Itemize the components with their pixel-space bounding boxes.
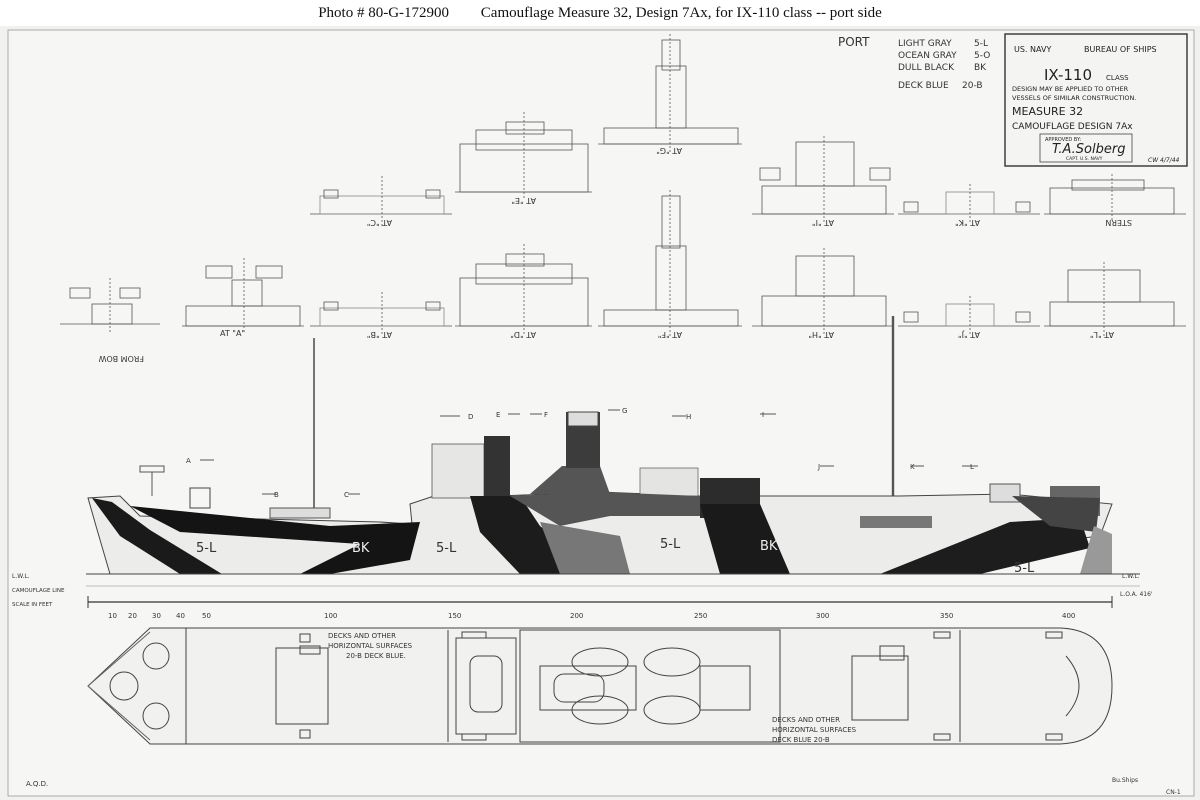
label-at-l: AT "L" (1090, 330, 1114, 339)
label-at-g: AT "G" (656, 146, 682, 155)
scale-10: 10 (108, 612, 117, 620)
section-views-bottom (60, 190, 1186, 336)
hull-label-5l-stern: 5-L (1014, 561, 1035, 576)
hull-label-bk-forward: BK (352, 541, 370, 556)
title-rank: CAPT. U.S. NAVY (1066, 156, 1103, 162)
lwl-left: L.W.L. (12, 573, 30, 580)
loa-label: L.O.A. 416' (1120, 591, 1153, 598)
label-at-i: AT "I" (812, 218, 834, 227)
scale-350: 350 (940, 612, 953, 620)
hull-label-5l-mid: 5-L (660, 537, 681, 552)
deck-note-1-line-2: HORIZONTAL SURFACES (328, 642, 413, 650)
legend-dull-black: DULL BLACK (898, 63, 955, 73)
title-navy: US. NAVY (1014, 45, 1051, 54)
bottom-section-labels: FROM BOW AT "A" AT "B" AT "D" AT "F" AT … (98, 329, 1114, 363)
marker-l: L (970, 463, 974, 471)
scale-50: 50 (202, 612, 211, 620)
title-class-word: CLASS (1106, 74, 1129, 82)
deck-note-2-line-3: DECK BLUE 20-B (772, 736, 830, 744)
deck-note-1-line-3: 20-B DECK BLUE. (346, 652, 406, 660)
title-bureau: BUREAU OF SHIPS (1084, 45, 1157, 54)
station-markers: A B C D E F G H I J K L (186, 407, 978, 499)
marker-h: H (686, 413, 691, 421)
scale-150: 150 (448, 612, 461, 620)
corner-stamp-right: Bu.Ships (1112, 777, 1138, 784)
marker-c: C (344, 491, 349, 499)
scale-20: 20 (128, 612, 137, 620)
label-stern: STERN (1105, 218, 1132, 227)
scale-30: 30 (152, 612, 161, 620)
section-views-top (310, 34, 1186, 226)
top-section-labels: AT "C" AT "E" AT "G" AT "I" AT "K" STERN (367, 146, 1132, 227)
legend-dull-black-code: BK (974, 63, 987, 73)
label-at-f: AT "F" (658, 330, 682, 339)
marker-f: F (544, 411, 548, 419)
camouflage-line-label: CAMOUFLAGE LINE (12, 588, 65, 594)
label-at-a: AT "A" (220, 329, 245, 338)
hull-label-5l-forward: 5-L (436, 541, 457, 556)
deck-note-aft: DECKS AND OTHER HORIZONTAL SURFACES DECK… (772, 716, 857, 744)
corner-code: CN-1 (1166, 789, 1181, 796)
deck-note-2-line-2: HORIZONTAL SURFACES (772, 726, 857, 734)
legend-deck-blue: DECK BLUE (898, 81, 949, 91)
hull-color-labels: 5-L BK 5-L 5-L BK 5-L (196, 537, 1035, 576)
color-legend: PORT LIGHT GRAY 5-L OCEAN GRAY 5-O DULL … (838, 35, 990, 91)
legend-light-gray: LIGHT GRAY (898, 39, 952, 49)
title-design: CAMOUFLAGE DESIGN 7Ax (1012, 122, 1133, 132)
label-at-b: AT "B" (367, 330, 392, 339)
deck-note-1-line-1: DECKS AND OTHER (328, 632, 396, 640)
legend-deck-blue-code: 20-B (962, 81, 983, 91)
lwl-right: L.W.L. (1122, 573, 1140, 580)
scale-bar: L.W.L. L.W.L. CAMOUFLAGE LINE SCALE IN F… (12, 573, 1153, 620)
title-signature: T.A.Solberg (1052, 142, 1125, 157)
label-at-j: AT "J" (958, 330, 980, 339)
marker-k: K (910, 463, 915, 471)
scale-300: 300 (816, 612, 829, 620)
label-from-bow: FROM BOW (98, 354, 144, 363)
title-initials: CW 4/7/44 (1148, 157, 1180, 164)
marker-g: G (622, 407, 627, 415)
title-measure: MEASURE 32 (1012, 105, 1083, 118)
scale-250: 250 (694, 612, 707, 620)
label-at-h: AT "H" (808, 330, 834, 339)
title-note-2: VESSELS OF SIMILAR CONSTRUCTION. (1012, 94, 1136, 102)
photo-caption: Photo # 80-G-172900 Camouflage Measure 3… (0, 0, 1200, 26)
scale-200: 200 (570, 612, 583, 620)
title-note-1: DESIGN MAY BE APPLIED TO OTHER (1012, 85, 1129, 93)
title-ship-class: IX-110 (1044, 66, 1092, 84)
camouflage-drawing-sheet: PORT LIGHT GRAY 5-L OCEAN GRAY 5-O DULL … (0, 26, 1200, 800)
marker-d: D (468, 413, 473, 421)
title-approved-by: APPROVED BY: (1045, 137, 1081, 143)
deck-note-2-line-1: DECKS AND OTHER (772, 716, 840, 724)
hull-label-5l-bow: 5-L (196, 541, 217, 556)
title-block: US. NAVY BUREAU OF SHIPS IX-110 CLASS DE… (1004, 33, 1188, 167)
hull-profile (86, 316, 1140, 587)
marker-j: J (817, 463, 820, 471)
hull-label-bk-aft: BK (760, 539, 778, 554)
corner-initials-left: A.Q.D. (26, 780, 48, 788)
marker-b: B (274, 491, 279, 499)
marker-e: E (496, 411, 500, 419)
legend-light-gray-code: 5-L (974, 39, 988, 49)
plan-view (87, 627, 1113, 745)
scale-100: 100 (324, 612, 337, 620)
scale-400: 400 (1062, 612, 1075, 620)
label-at-c: AT "C" (367, 218, 392, 227)
caption-title: Camouflage Measure 32, Design 7Ax, for I… (480, 5, 882, 21)
scale-label: SCALE IN FEET (12, 602, 53, 608)
label-at-k: AT "K" (955, 218, 980, 227)
deck-note-forward: DECKS AND OTHER HORIZONTAL SURFACES 20-B… (328, 632, 413, 660)
label-at-d: AT "D" (510, 330, 536, 339)
side-label: PORT (838, 35, 870, 49)
photo-label: Photo # 80-G-172900 (318, 5, 450, 21)
legend-ocean-gray-code: 5-O (974, 51, 990, 61)
scale-40: 40 (176, 612, 185, 620)
legend-ocean-gray: OCEAN GRAY (898, 51, 957, 61)
marker-i: I (762, 411, 764, 419)
photo-number: 80-G-172900 (368, 5, 450, 21)
label-at-e: AT "E" (511, 196, 536, 205)
marker-a: A (186, 457, 191, 465)
